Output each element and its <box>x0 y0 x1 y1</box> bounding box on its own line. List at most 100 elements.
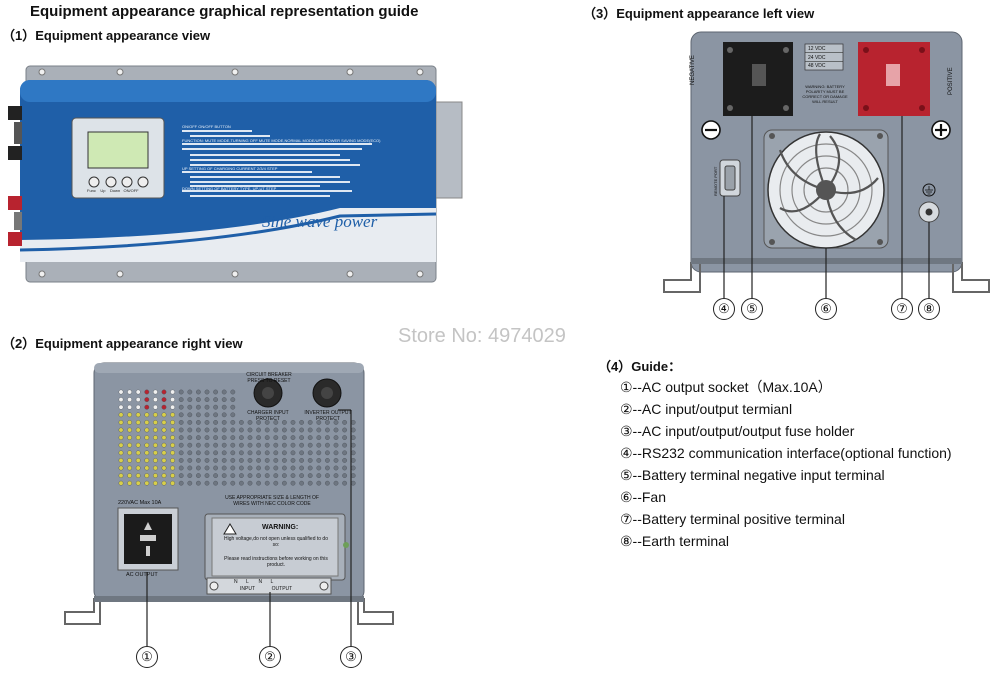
vent-hole <box>238 450 244 456</box>
vent-hole <box>230 465 236 471</box>
vent-hole <box>230 389 236 395</box>
callout-4: ④ <box>713 298 735 320</box>
vent-hole <box>161 450 167 456</box>
vent-hole <box>290 419 296 425</box>
vent-hole <box>324 442 330 448</box>
vent-hole <box>127 427 133 433</box>
vent-hole <box>170 397 176 402</box>
vent-hole <box>324 427 330 433</box>
vent-hole <box>187 389 193 395</box>
vent-hole <box>127 450 133 456</box>
vent-hole <box>350 480 356 486</box>
vent-hole <box>273 419 279 425</box>
vent-hole <box>204 412 210 418</box>
vent-hole <box>144 473 150 478</box>
vent-hole <box>144 457 150 463</box>
vent-hole <box>299 427 304 433</box>
vent-hole <box>307 457 313 463</box>
vent-hole <box>170 404 176 410</box>
vent-hole <box>144 427 150 433</box>
vent-hole <box>299 457 304 463</box>
left-view-illustration <box>640 0 1000 330</box>
vent-hole <box>204 450 210 456</box>
vent-hole <box>342 473 347 478</box>
vent-hole <box>281 480 287 486</box>
vent-hole <box>307 427 313 433</box>
vent-hole <box>299 473 304 478</box>
vent-hole <box>273 435 279 440</box>
vent-hole <box>170 465 176 471</box>
vent-hole <box>230 473 236 478</box>
vent-hole <box>170 427 176 433</box>
vent-hole <box>307 435 313 440</box>
vent-hole <box>230 435 236 440</box>
vent-hole <box>195 404 201 410</box>
vent-hole <box>178 412 184 418</box>
vent-hole <box>213 389 219 395</box>
vent-hole <box>238 427 244 433</box>
wire-note-label: USE APPROPRIATE SIZE & LENGTH OF WIRES W… <box>225 495 319 507</box>
polarity-warning: WARNING: BATTERY POLARITY MUST BE CORREC… <box>802 84 848 104</box>
vent-hole <box>195 389 201 395</box>
vent-hole <box>342 435 347 440</box>
vent-hole <box>178 397 184 402</box>
vent-hole <box>152 389 158 395</box>
vent-hole <box>213 465 219 471</box>
vent-hole <box>187 404 193 410</box>
ac-rating-label: 220VAC Max 10A <box>118 500 162 506</box>
vent-hole <box>195 427 201 433</box>
vent-hole <box>135 473 141 478</box>
vent-hole <box>316 480 322 486</box>
vent-hole <box>127 419 133 425</box>
vent-hole <box>238 465 244 471</box>
vent-hole <box>161 389 167 395</box>
vent-hole <box>127 389 133 395</box>
vent-hole <box>178 419 184 425</box>
section-front-view-heading: （1）Equipment appearance view <box>2 28 211 43</box>
vent-hole <box>195 480 201 486</box>
vent-hole <box>221 412 227 418</box>
vent-hole <box>152 450 158 456</box>
front-button-labels: Func Up Down ON/OFF <box>87 188 139 193</box>
vent-hole <box>350 427 356 433</box>
vent-hole <box>333 480 339 486</box>
vent-hole <box>195 473 201 478</box>
terminal-l-input: L <box>245 579 249 585</box>
guide-item-3: ③--AC input/output/output fuse holder <box>620 423 855 439</box>
vent-hole <box>350 442 356 448</box>
vent-hole <box>230 442 236 448</box>
vent-hole <box>256 457 261 463</box>
vent-hole <box>178 480 184 486</box>
vent-hole <box>333 473 339 478</box>
vent-hole <box>144 419 150 425</box>
vent-hole <box>118 473 124 478</box>
vent-hole <box>290 442 296 448</box>
vent-hole <box>195 419 201 425</box>
vent-hole <box>238 419 244 425</box>
vent-hole <box>144 480 150 486</box>
vent-hole <box>264 442 270 448</box>
vent-hole <box>324 457 330 463</box>
vent-hole <box>247 427 253 433</box>
inverter-output-label: INVERTER OUTPUT PROTECT <box>304 410 352 422</box>
vent-hole <box>238 442 244 448</box>
instruction-function: FUNCTION: MUTE MODE,TURNING OFF MUTE MOD… <box>182 138 381 143</box>
vent-hole <box>127 465 133 471</box>
vent-hole <box>333 435 339 440</box>
vent-hole <box>307 473 313 478</box>
vent-hole <box>299 442 304 448</box>
vent-hole <box>204 473 210 478</box>
vent-hole <box>342 442 347 448</box>
vent-hole <box>290 427 296 433</box>
guide-heading: （4）Guide： <box>598 359 682 374</box>
vent-hole <box>324 419 330 425</box>
vent-hole <box>350 457 356 463</box>
vent-hole <box>324 465 330 471</box>
vent-hole <box>204 404 210 410</box>
vent-hole <box>144 389 150 395</box>
vent-hole <box>273 427 279 433</box>
vent-hole <box>170 450 176 456</box>
vent-hole <box>152 427 158 433</box>
vent-hole <box>187 457 193 463</box>
callout-2: ② <box>259 646 281 668</box>
